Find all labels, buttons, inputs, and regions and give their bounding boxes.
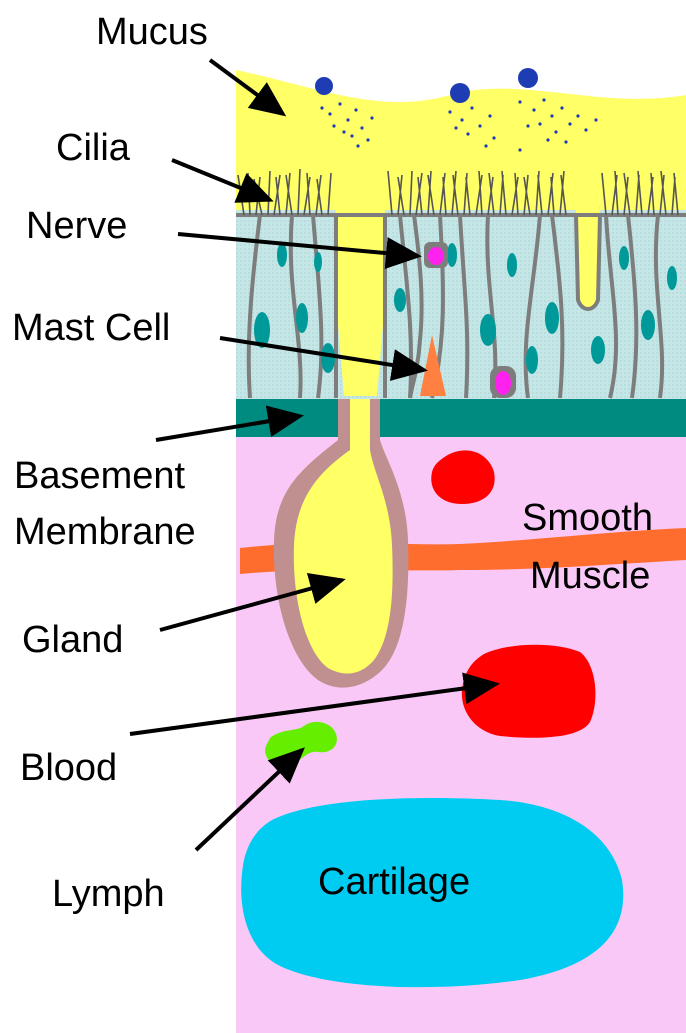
label-mast-cell: Mast Cell [12,307,170,349]
label-cartilage: Cartilage [318,861,470,903]
label-basement-membrane-line1: Basement [14,455,186,497]
label-mucus: Mucus [96,11,208,53]
basement-membrane [236,399,686,437]
label-smooth-muscle-line1: Smooth [522,497,653,539]
label-gland: Gland [22,619,123,661]
granule-core [495,371,511,395]
nerve-core [428,247,444,265]
label-cilia: Cilia [56,127,131,169]
label-lymph: Lymph [52,873,165,915]
label-nerve: Nerve [26,205,127,247]
label-basement-membrane-line2: Membrane [14,511,196,553]
label-smooth-muscle-line2: Muscle [530,555,650,597]
blood-vessel-large [462,645,596,738]
label-blood: Blood [20,747,117,789]
